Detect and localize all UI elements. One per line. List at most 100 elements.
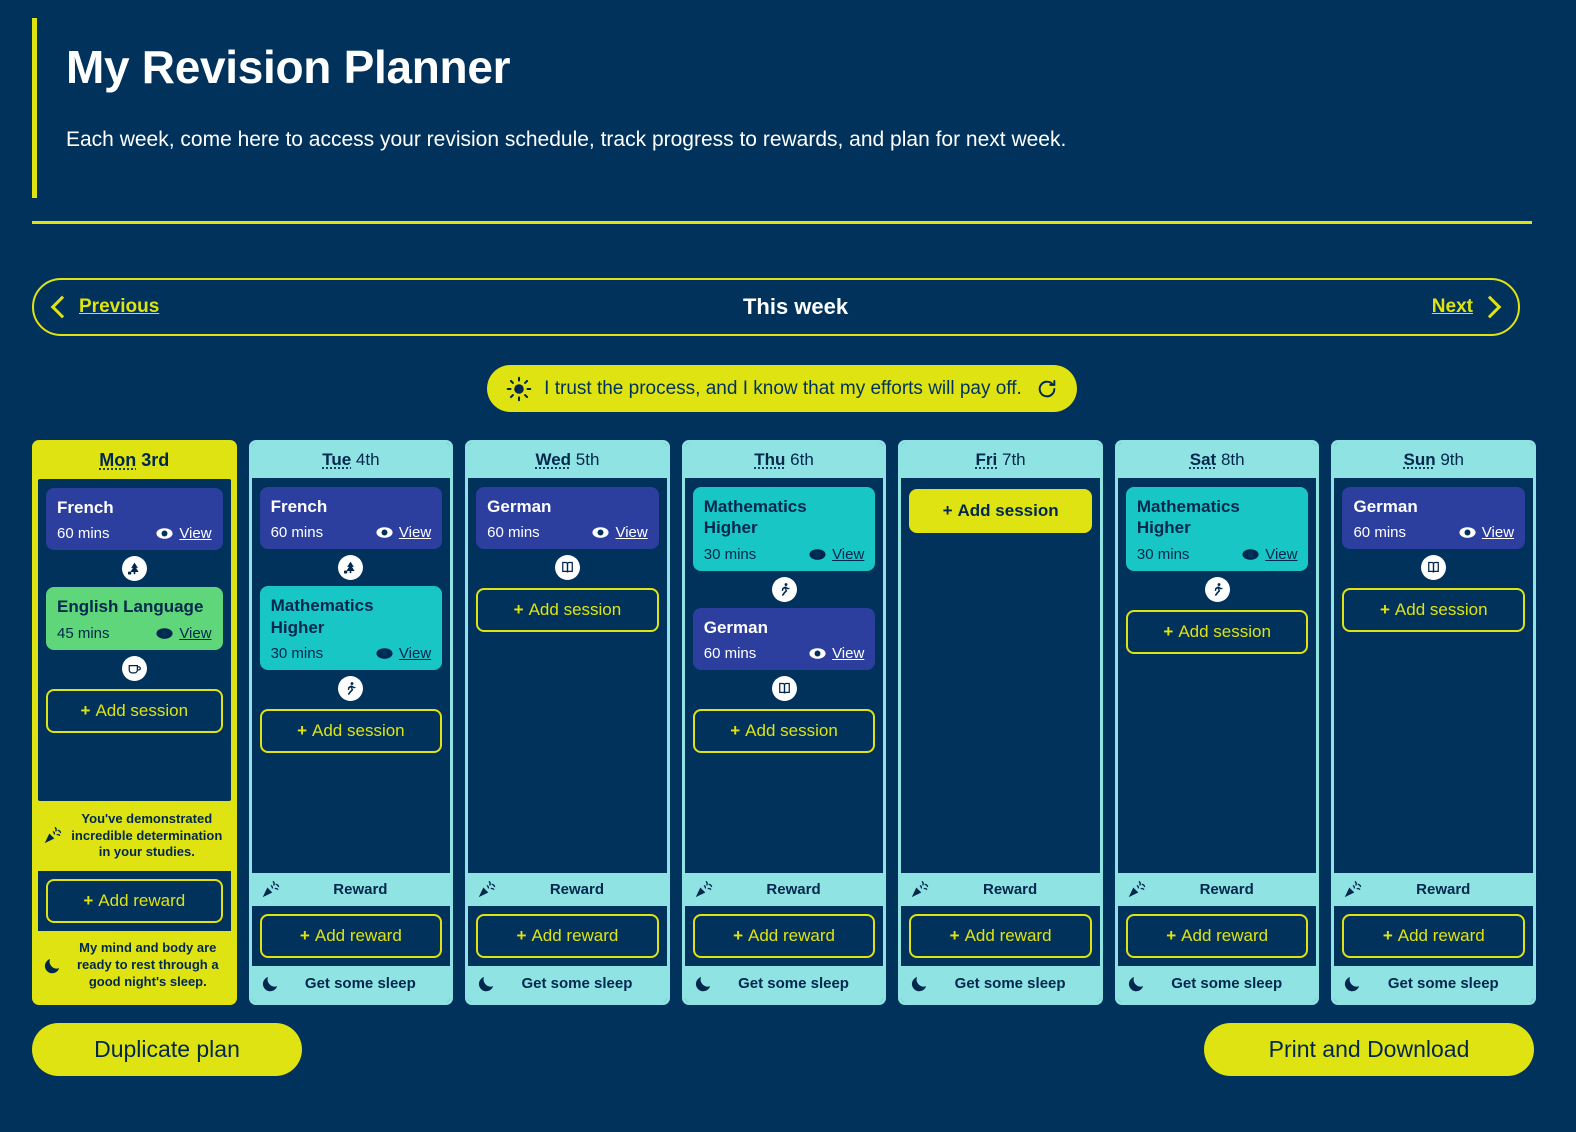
add-reward-wrapper: +Add reward (901, 906, 1100, 966)
day-header-thu: Thu 6th (684, 443, 884, 478)
party-icon (261, 880, 280, 899)
session-duration: 60 mins (487, 524, 540, 542)
sleep-band: Get some sleep (251, 966, 451, 1002)
today-sleep-message: My mind and body are ready to rest throu… (35, 931, 234, 1002)
add-session-button[interactable]: +Add session (259, 708, 443, 753)
view-label: View (398, 524, 432, 542)
day-abbr: Wed (535, 450, 572, 469)
add-session-label: Add session (1394, 600, 1488, 620)
day-date: 3rd (136, 450, 170, 470)
plus-icon: + (949, 926, 960, 945)
view-session-link[interactable]: View (156, 625, 212, 642)
session-subject: German (1353, 497, 1418, 516)
header-divider (32, 221, 1532, 224)
refresh-icon[interactable] (1036, 378, 1058, 400)
day-abbr: Sun (1403, 450, 1436, 469)
plus-icon: + (516, 926, 527, 945)
view-label: View (179, 525, 212, 543)
reward-band: Reward (901, 873, 1100, 906)
session-meta: 60 mins View (271, 524, 432, 541)
break-divider (260, 675, 443, 701)
week-navigation: Previous This week Next (32, 278, 1520, 336)
add-session-button[interactable]: +Add session (46, 688, 223, 733)
day-spacer (260, 753, 443, 873)
view-session-link[interactable]: View (376, 645, 431, 662)
day-header-mon: Mon 3rd (35, 443, 234, 479)
duplicate-plan-button[interactable]: Duplicate plan (32, 1023, 302, 1076)
session-duration: 30 mins (1136, 545, 1190, 563)
add-session-label: Add session (1178, 621, 1271, 641)
book-icon (771, 675, 797, 701)
add-reward-label: Add reward (98, 891, 186, 911)
run-icon (338, 675, 364, 701)
session-card[interactable]: German 60 mins View (692, 607, 876, 670)
day-spacer (46, 733, 223, 801)
moon-icon (1127, 974, 1146, 993)
day-spacer (693, 753, 876, 873)
plus-icon: + (297, 720, 308, 740)
add-reward-button[interactable]: +Add reward (476, 914, 659, 958)
add-reward-button[interactable]: +Add reward (692, 914, 876, 958)
add-reward-button[interactable]: +Add reward (259, 914, 443, 958)
add-reward-button[interactable]: +Add reward (909, 914, 1092, 958)
session-subject: Mathematics Higher (270, 596, 374, 637)
add-session-button[interactable]: +Add session (909, 489, 1092, 533)
add-session-button[interactable]: +Add session (1125, 609, 1309, 654)
session-card[interactable]: Mathematics Higher 30 mins View (1125, 487, 1309, 571)
plus-icon: + (80, 700, 91, 720)
view-session-link[interactable]: View (809, 645, 864, 662)
reward-band: Reward (468, 873, 667, 906)
view-session-link[interactable]: View (156, 525, 212, 543)
add-reward-button[interactable]: +Add reward (46, 879, 223, 924)
add-session-label: Add session (95, 700, 189, 720)
eye-icon (809, 647, 826, 660)
next-week-link[interactable]: Next (1432, 295, 1502, 319)
add-reward-button[interactable]: +Add reward (1125, 914, 1309, 958)
eye-icon (1242, 548, 1259, 561)
break-divider (476, 555, 659, 581)
today-sleep-text: My mind and body are ready to rest throu… (77, 940, 219, 990)
view-session-link[interactable]: View (1242, 546, 1297, 563)
previous-week-link[interactable]: Previous (50, 295, 159, 319)
add-reward-button[interactable]: +Add reward (1342, 914, 1526, 958)
day-header-wed: Wed 5th (468, 443, 667, 478)
view-session-link[interactable]: View (809, 546, 864, 563)
break-divider (1126, 576, 1309, 602)
reward-band: Reward (684, 873, 884, 906)
sleep-label: Get some sleep (954, 975, 1066, 992)
view-session-link[interactable]: View (376, 524, 431, 541)
session-subject: German (703, 617, 768, 637)
sleep-label: Get some sleep (1171, 975, 1283, 992)
add-reward-label: Add reward (1181, 926, 1269, 945)
view-session-link[interactable]: View (592, 524, 648, 541)
session-subject: Mathematics Higher (1136, 497, 1240, 538)
view-session-link[interactable]: View (1459, 524, 1514, 541)
session-duration: 60 mins (703, 644, 757, 662)
add-session-button[interactable]: +Add session (692, 708, 876, 753)
add-reward-label: Add reward (748, 926, 835, 945)
party-icon (910, 880, 929, 899)
add-session-button[interactable]: +Add session (476, 588, 659, 633)
print-and-download-button[interactable]: Print and Download (1204, 1023, 1534, 1076)
day-body: Mathematics Higher 30 mins View +Add sessio… (1117, 478, 1317, 873)
add-reward-label: Add reward (1397, 926, 1485, 945)
affirmation-pill: I trust the process, and I know that my … (487, 365, 1077, 412)
session-duration: 60 mins (270, 524, 324, 542)
day-date: 8th (1216, 450, 1245, 469)
add-session-button[interactable]: +Add session (1342, 588, 1526, 633)
eye-icon (156, 627, 173, 640)
plus-icon: + (1166, 926, 1177, 945)
